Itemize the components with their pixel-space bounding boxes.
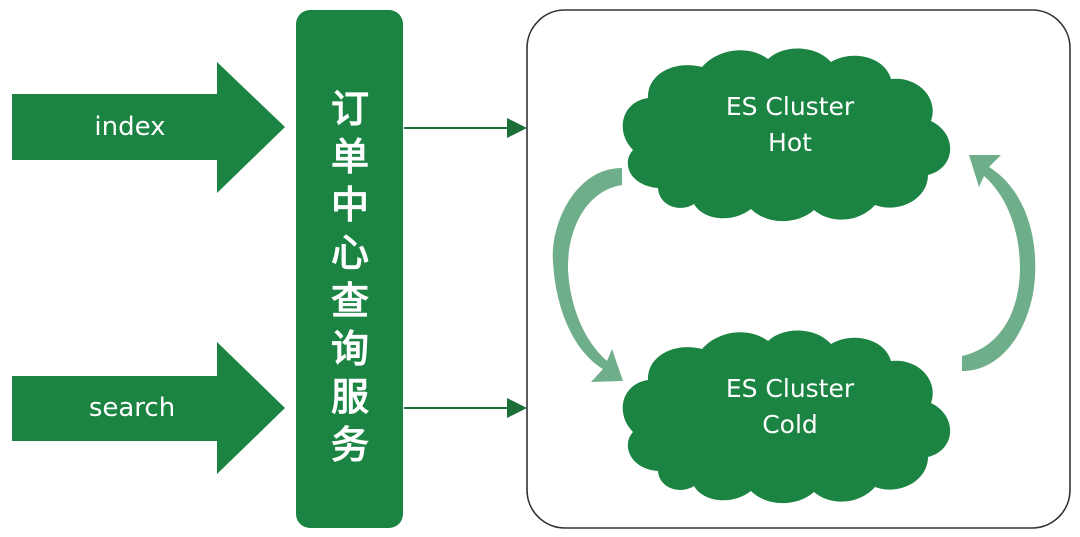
es-cluster-cold-title: ES Cluster xyxy=(726,374,855,403)
service-char-7: 服 xyxy=(331,375,369,419)
es-cluster-cold-cloud: ES Cluster Cold xyxy=(622,330,951,504)
hot-to-cold-arrow xyxy=(552,168,623,382)
service-char-8: 务 xyxy=(331,423,369,467)
index-input-arrow: index xyxy=(12,62,285,193)
service-char-5: 查 xyxy=(331,279,369,323)
index-label: index xyxy=(94,112,165,142)
search-label: search xyxy=(89,393,175,423)
service-char-1: 订 xyxy=(331,87,369,131)
cold-to-hot-arrow xyxy=(962,155,1036,371)
service-char-3: 中 xyxy=(331,183,369,227)
service-char-6: 询 xyxy=(331,327,369,371)
es-cluster-hot-subtitle: Hot xyxy=(768,128,812,157)
es-cluster-hot-title: ES Cluster xyxy=(726,92,855,121)
service-char-4: 心 xyxy=(331,231,369,275)
search-input-arrow: search xyxy=(12,342,285,474)
service-vertical-label: 订 单 中 心 查 询 服 务 xyxy=(331,87,369,467)
order-query-service: 订 单 中 心 查 询 服 务 xyxy=(296,10,403,528)
service-char-2: 单 xyxy=(331,135,369,179)
es-cluster-hot-cloud: ES Cluster Hot xyxy=(622,48,951,222)
es-cluster-cold-subtitle: Cold xyxy=(762,410,818,439)
